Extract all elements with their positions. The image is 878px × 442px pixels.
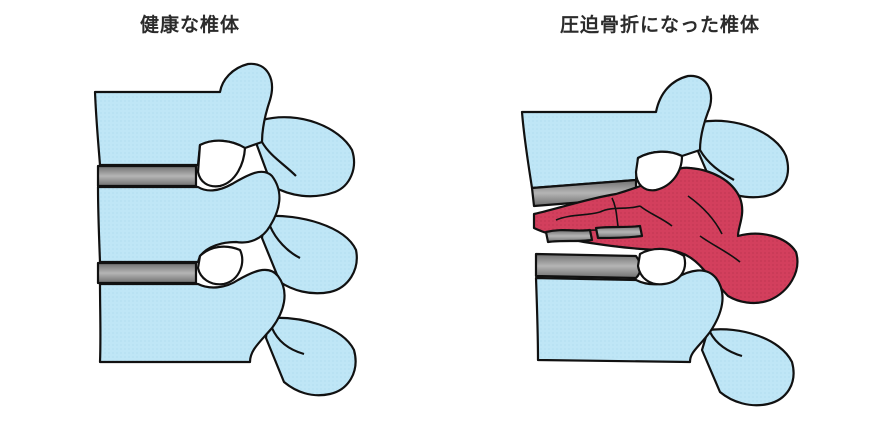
healthy-spine <box>93 62 358 397</box>
fracture-title: 圧迫骨折になった椎体 <box>559 14 760 36</box>
disc-fragment-2 <box>594 224 644 240</box>
fracture-panel: 圧迫骨折になった椎体 <box>440 0 878 442</box>
right-vertebra-upper <box>520 74 713 190</box>
right-foramen-lower <box>636 247 687 286</box>
foramen-upper <box>196 139 247 188</box>
fractured-spine <box>520 74 799 407</box>
upper-posterior-process <box>253 116 356 198</box>
vertebra-lower <box>98 268 286 364</box>
middle-posterior-process <box>260 214 358 295</box>
foramen-lower <box>196 245 244 286</box>
right-foramen-upper <box>634 150 684 192</box>
healthy-title: 健康な椎体 <box>139 14 240 36</box>
healthy-panel: 健康な椎体 <box>139 14 240 36</box>
vertebra-upper <box>93 62 274 167</box>
disc-fragment-1 <box>544 228 594 244</box>
lower-posterior-process <box>264 316 357 397</box>
